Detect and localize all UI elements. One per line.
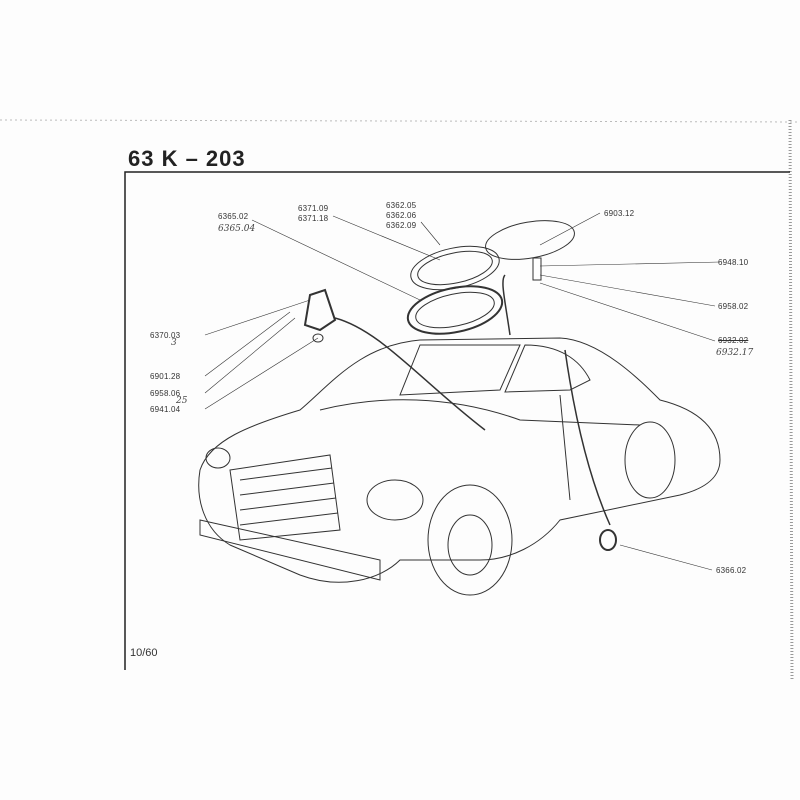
part-label: 6362.09 xyxy=(386,221,417,230)
part-label: 6958.06 xyxy=(150,389,181,398)
arrow-to-lamp xyxy=(502,274,511,336)
part-label: 6366.02 xyxy=(716,566,747,575)
handwritten-part-label: 6365.04 xyxy=(218,224,256,234)
part-label: 6958.02 xyxy=(718,302,749,311)
part-label: 6362.05 xyxy=(386,201,417,210)
handwritten-part-label: 25 xyxy=(176,396,188,406)
leader-lines xyxy=(204,212,721,571)
roof-lamp-parts xyxy=(303,220,617,551)
scan-edge-right xyxy=(788,119,794,681)
page-title: 63 K – 203 xyxy=(128,146,246,171)
page-number: 10/60 xyxy=(130,647,158,659)
arrow-to-door-switch xyxy=(564,349,611,526)
part-label: 6901.28 xyxy=(150,372,181,381)
page-frame xyxy=(124,171,790,670)
part-label: 6903.12 xyxy=(604,209,635,218)
handwritten-part-label: 3 xyxy=(171,338,177,348)
handwritten-part-label: 6932.17 xyxy=(716,348,754,358)
part-label: 6365.02 xyxy=(218,212,249,221)
car-body xyxy=(198,337,721,596)
part-label-crossed: 6932.02 xyxy=(718,336,749,345)
part-label: 6371.18 xyxy=(298,214,329,223)
part-label: 6948.10 xyxy=(718,258,749,267)
part-label: 6941.04 xyxy=(150,405,181,414)
part-label: 6370.03 xyxy=(150,331,181,340)
scan-edge-top xyxy=(0,119,800,123)
part-label: 6371.09 xyxy=(298,204,329,213)
arrow-to-switch xyxy=(334,317,486,431)
part-label: 6362.06 xyxy=(386,211,417,220)
